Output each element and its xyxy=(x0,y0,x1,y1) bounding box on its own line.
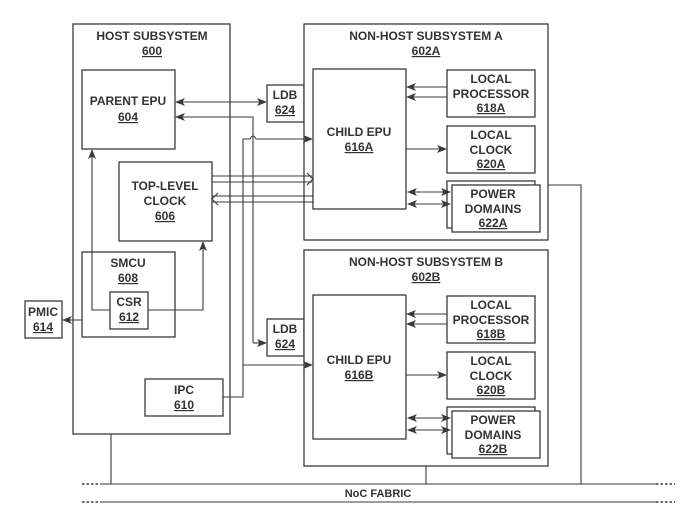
ipc-ref: 610 xyxy=(174,398,194,412)
power-domains-b-line2: DOMAINS xyxy=(465,428,522,442)
pmic-title: PMIC xyxy=(28,305,58,319)
power-domains-b-line1: POWER xyxy=(470,413,516,427)
host-subsystem-ref: 600 xyxy=(142,44,162,58)
local-clock-b-line2: CLOCK xyxy=(470,369,513,383)
parent-epu-box xyxy=(81,69,176,150)
ldb-b-title: LDB xyxy=(273,322,298,336)
wire-ipc-child-epu-a xyxy=(223,135,313,398)
subsystem-b-title: NON-HOST SUBSYSTEM B xyxy=(349,255,503,269)
clock-out-arrowhead xyxy=(306,172,314,186)
non-host-subsystem-a: NON-HOST SUBSYSTEM A 602A CHILD EPU 616A… xyxy=(303,23,549,241)
csr-title: CSR xyxy=(116,295,142,309)
child-epu-b-box xyxy=(312,294,407,440)
subsystem-a-title: NON-HOST SUBSYSTEM A xyxy=(349,29,503,43)
ipc-box xyxy=(144,378,224,417)
local-clock-a-ref: 620A xyxy=(477,157,506,171)
clock-in-arrowhead xyxy=(211,192,219,206)
local-processor-a-line2: PROCESSOR xyxy=(453,87,530,101)
smcu-ref: 608 xyxy=(118,271,138,285)
wire-csr-top-clock xyxy=(148,241,207,311)
local-processor-b-ref: 618B xyxy=(477,327,506,341)
wire-csr-parent-epu xyxy=(88,149,110,311)
ldb-a: LDB 624 xyxy=(266,84,305,123)
local-processor-b-line1: LOCAL xyxy=(470,298,511,312)
noc-fabric-label: NoC FABRIC xyxy=(345,488,412,500)
local-clock-a-box xyxy=(446,125,536,174)
child-epu-a-ref: 616A xyxy=(345,140,374,154)
child-epu-b-ref: 616B xyxy=(345,368,374,382)
power-domains-b-box xyxy=(451,410,541,459)
connections xyxy=(62,83,582,484)
top-level-clock-ref: 606 xyxy=(155,209,175,223)
host-subsystem-title: HOST SUBSYSTEM xyxy=(96,29,207,43)
wire-ldb-b-parent-epu xyxy=(175,113,254,343)
local-clock-a-line1: LOCAL xyxy=(470,128,511,142)
subsystem-b-ref: 602B xyxy=(412,270,441,284)
top-level-clock-line1: TOP-LEVEL xyxy=(131,179,198,193)
csr-box xyxy=(109,291,149,330)
ldb-b: LDB 624 xyxy=(266,318,305,357)
parent-epu-title: PARENT EPU xyxy=(90,94,166,108)
smcu-title: SMCU xyxy=(110,256,145,270)
local-processor-a-line1: LOCAL xyxy=(470,72,511,86)
local-clock-b-line1: LOCAL xyxy=(470,354,511,368)
ldb-a-box xyxy=(266,84,305,123)
parent-epu-ref: 604 xyxy=(118,110,138,124)
pmic: PMIC 614 xyxy=(24,300,63,339)
ldb-b-ref: 624 xyxy=(275,337,295,351)
local-processor-a-ref: 618A xyxy=(477,101,506,115)
power-domains-a-ref: 622A xyxy=(479,216,508,230)
top-level-clock: TOP-LEVEL CLOCK 606 xyxy=(118,161,213,242)
local-clock-b-box xyxy=(446,351,536,400)
pmic-ref: 614 xyxy=(33,320,53,334)
csr: CSR 612 xyxy=(109,291,149,330)
ldb-a-ref: 624 xyxy=(275,103,295,117)
child-epu-a-box xyxy=(312,68,407,210)
ldb-a-title: LDB xyxy=(273,88,298,102)
local-processor-b-line2: PROCESSOR xyxy=(453,313,530,327)
top-level-clock-line2: CLOCK xyxy=(144,194,187,208)
wire-subsystem-a-noc xyxy=(548,184,582,484)
child-epu-b-title: CHILD EPU xyxy=(327,353,392,367)
parent-epu: PARENT EPU 604 xyxy=(81,69,176,150)
pmic-box xyxy=(24,300,63,339)
non-host-subsystem-b: NON-HOST SUBSYSTEM B 602B CHILD EPU 616B… xyxy=(303,249,549,467)
noc-fabric: NoC FABRIC xyxy=(82,483,675,503)
top-level-clock-box xyxy=(118,161,213,242)
ipc: IPC 610 xyxy=(144,378,224,417)
local-clock-a-line2: CLOCK xyxy=(470,143,513,157)
local-processor-b-box xyxy=(446,295,536,344)
power-domains-a-box xyxy=(451,184,541,233)
csr-ref: 612 xyxy=(119,310,139,324)
child-epu-a-title: CHILD EPU xyxy=(327,125,392,139)
power-domains-a-line2: DOMAINS xyxy=(465,202,522,216)
power-domains-b-ref: 622B xyxy=(479,442,508,456)
subsystem-a-ref: 602A xyxy=(412,44,441,58)
ipc-title: IPC xyxy=(174,383,194,397)
power-domains-a-line1: POWER xyxy=(470,187,516,201)
local-processor-a-box xyxy=(446,69,536,118)
local-clock-b-ref: 620B xyxy=(477,383,506,397)
